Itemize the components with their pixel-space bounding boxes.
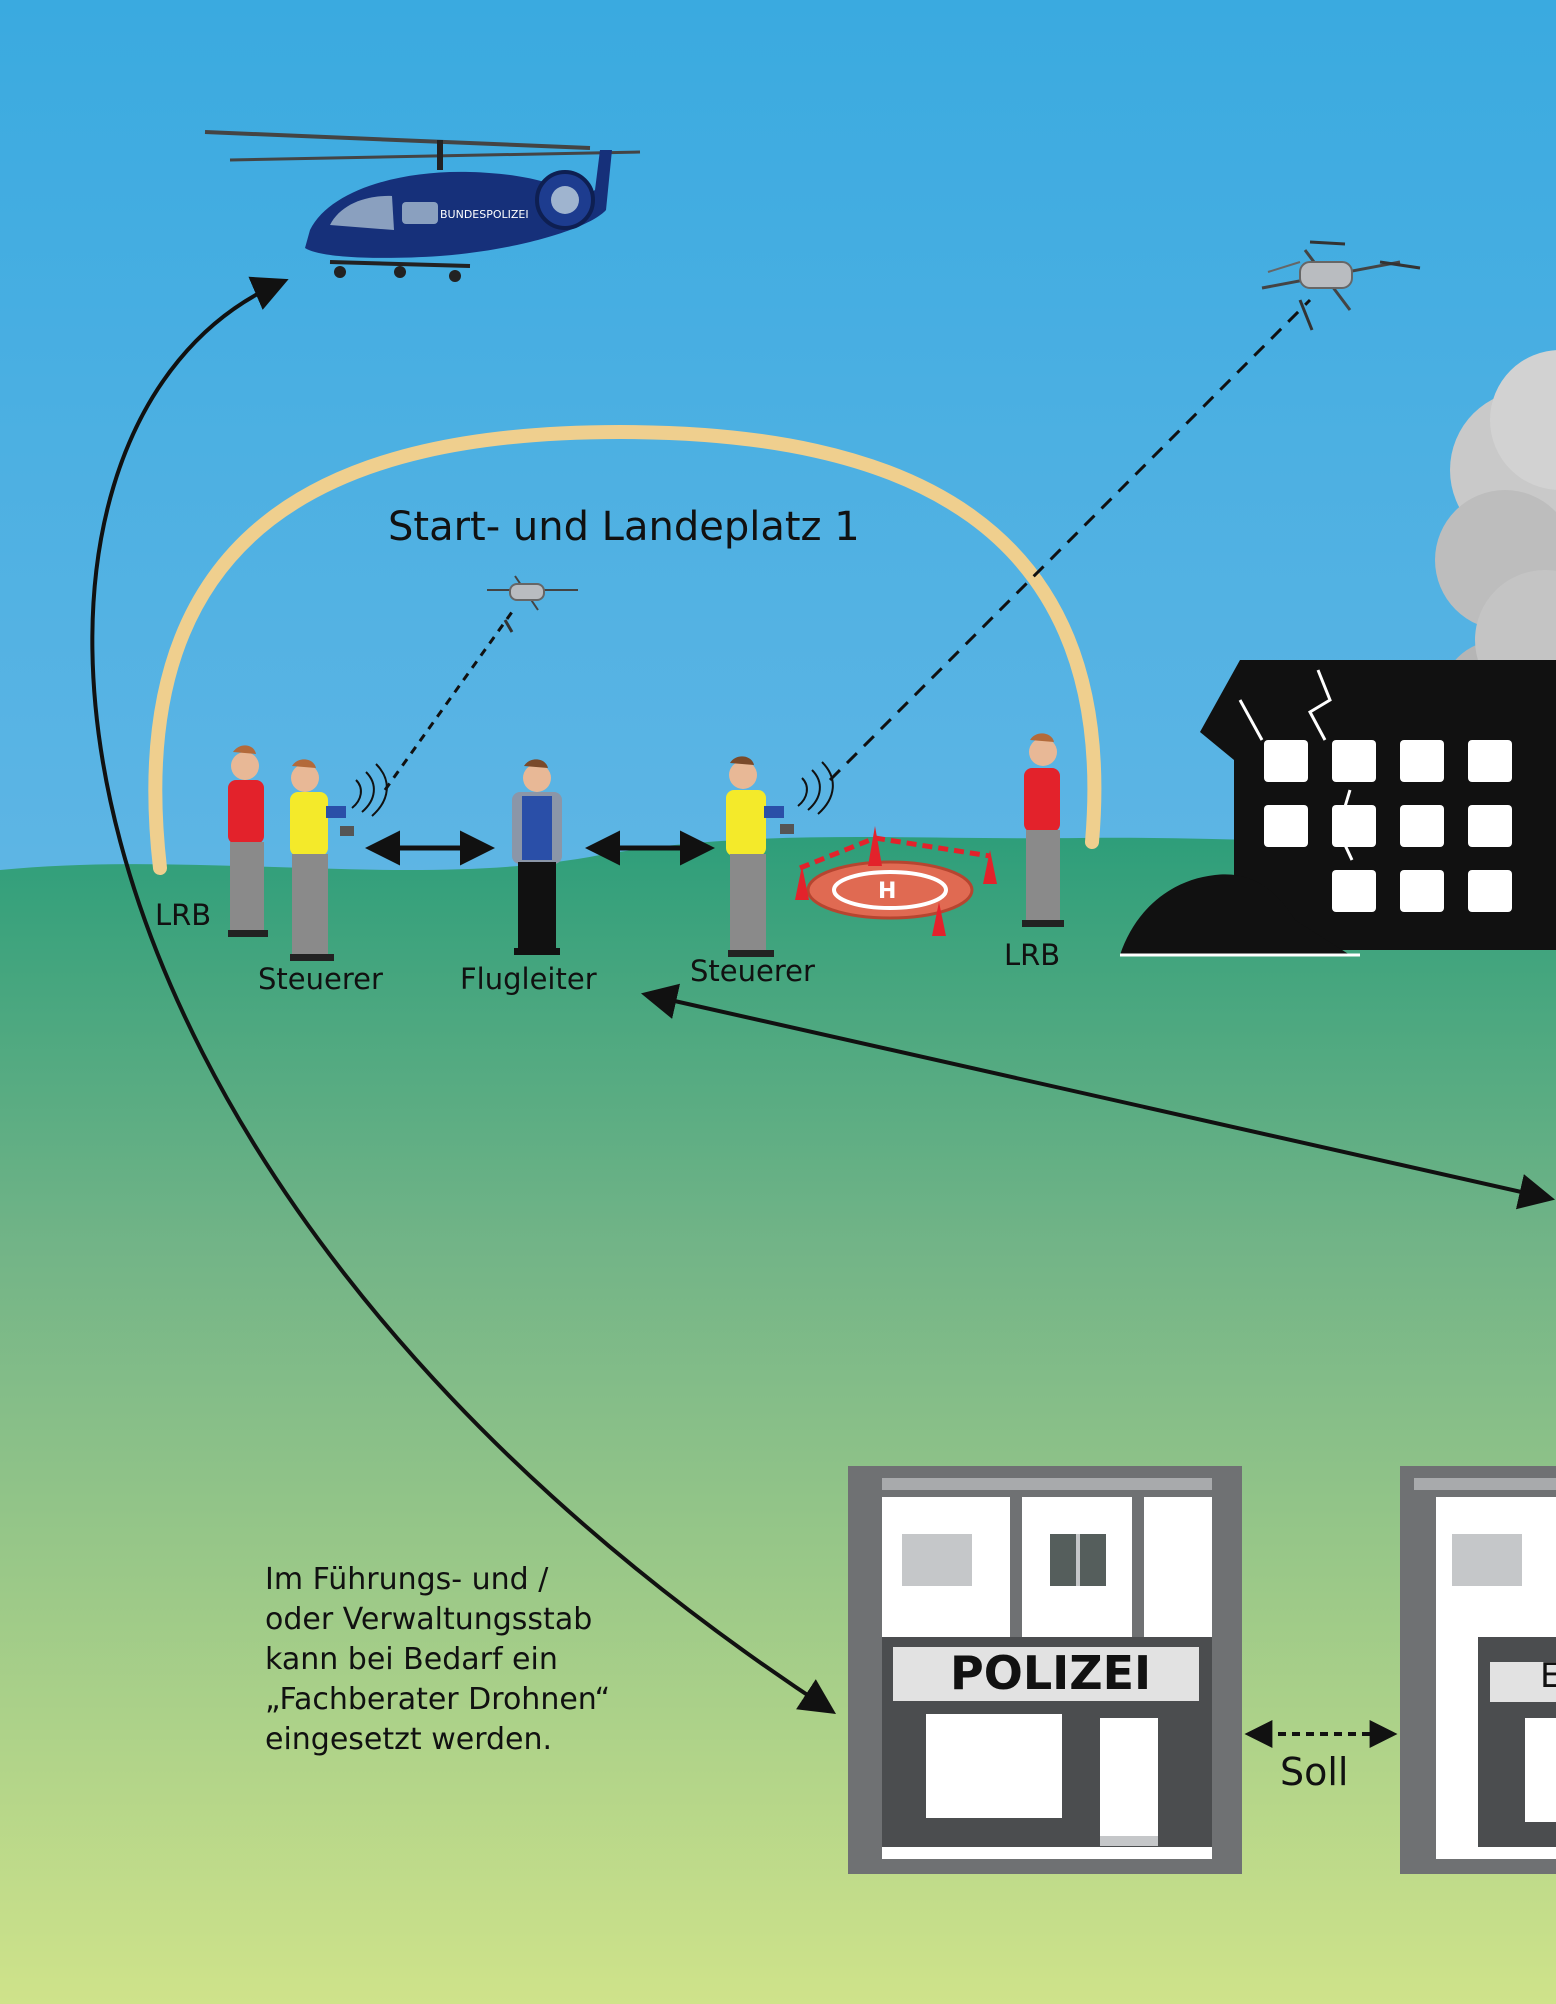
landing-zone-title: Start- und Landeplatz 1	[388, 504, 860, 550]
second-building	[1400, 1466, 1556, 1874]
control-link-large-drone	[828, 298, 1312, 782]
arrow-helicopter-police	[90, 276, 837, 1714]
staff-note: Im Führungs- und / oder Verwaltungsstab …	[265, 1562, 611, 1757]
svg-text:H: H	[878, 879, 896, 904]
role-label-lrb-right: LRB	[1004, 938, 1061, 972]
role-label-lrb-left: LRB	[155, 898, 212, 932]
soll-label: Soll	[1280, 1750, 1349, 1794]
drone-large	[1261, 240, 1421, 331]
police-building	[848, 1466, 1242, 1874]
ground	[0, 837, 1556, 2004]
person-lrb-right	[1022, 733, 1064, 927]
police-sign: POLIZEI	[950, 1646, 1152, 1700]
role-label-flugleiter: Flugleiter	[460, 962, 597, 996]
second-building-sign: E	[1540, 1656, 1556, 1696]
damaged-building	[1120, 350, 1556, 957]
role-label-steuerer-right: Steuerer	[690, 954, 815, 988]
helicopter-marking: BUNDESPOLIZEI	[440, 208, 529, 221]
role-label-steuerer-left: Steuerer	[258, 962, 383, 996]
